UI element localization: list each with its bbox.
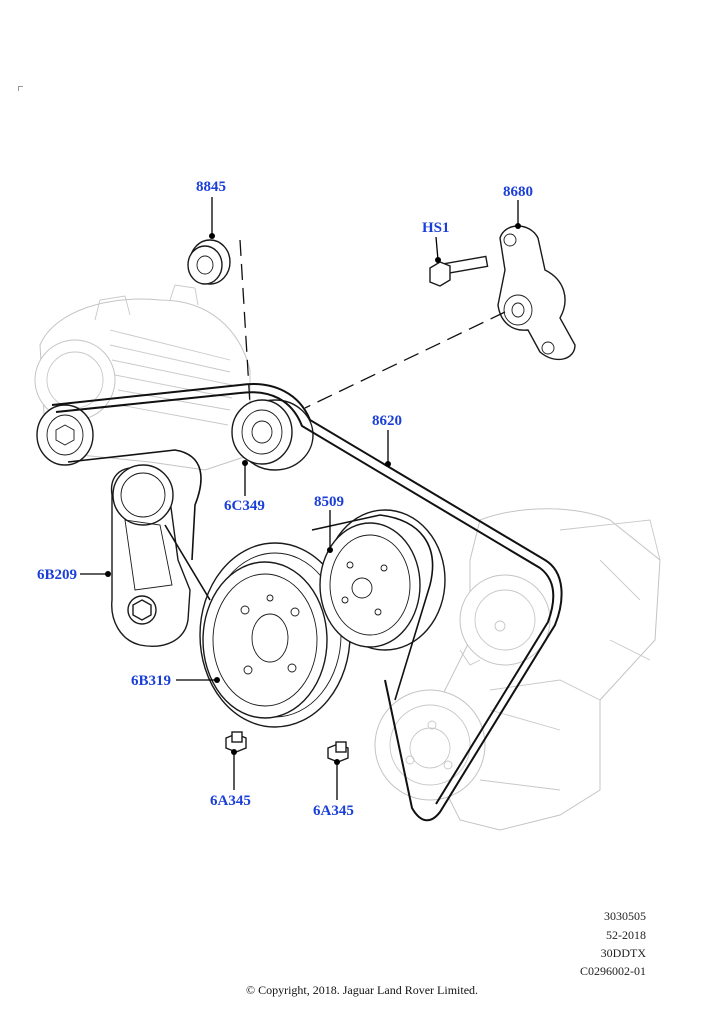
tensioner-bracket: [497, 225, 576, 361]
footer-code-1: 3030505: [604, 909, 646, 923]
callout-6a345-right: 6A345: [313, 803, 354, 819]
compressor-ghost: [374, 508, 661, 831]
idler-pulley-6c349: [231, 399, 314, 471]
crankshaft-pulley: [199, 542, 351, 728]
idler-pulley-8509: [319, 509, 446, 651]
bolt-6a345-left: [225, 731, 247, 753]
leader-lines: [80, 197, 521, 800]
callout-6b209: 6B209: [37, 567, 78, 583]
drive-belt: [51, 383, 563, 822]
callout-8509: 8509: [314, 494, 344, 510]
dashed-line-8845: [239, 239, 251, 406]
bolt-6a345-right: [327, 741, 349, 763]
corner-registration-mark: [18, 86, 23, 91]
footer-code-4: C0296002-01: [580, 964, 646, 978]
callout-8620: 8620: [372, 413, 402, 429]
footer-code-3: 30DDTX: [600, 946, 646, 960]
copyright-notice: © Copyright, 2018. Jaguar Land Rover Lim…: [245, 983, 479, 997]
dashed-line-8680: [304, 311, 506, 409]
callout-hs1: HS1: [422, 220, 450, 236]
tensioner-assembly: [110, 464, 191, 647]
callout-6c349: 6C349: [224, 498, 265, 514]
footer-code-2: 52-2018: [606, 928, 646, 942]
pulley-cover-cap: [187, 239, 231, 285]
callout-8680: 8680: [503, 184, 533, 200]
callout-6b319: 6B319: [131, 673, 172, 689]
callout-6a345-left: 6A345: [210, 793, 251, 809]
alternator-pulley: [36, 404, 94, 466]
callout-8845: 8845: [196, 179, 226, 195]
